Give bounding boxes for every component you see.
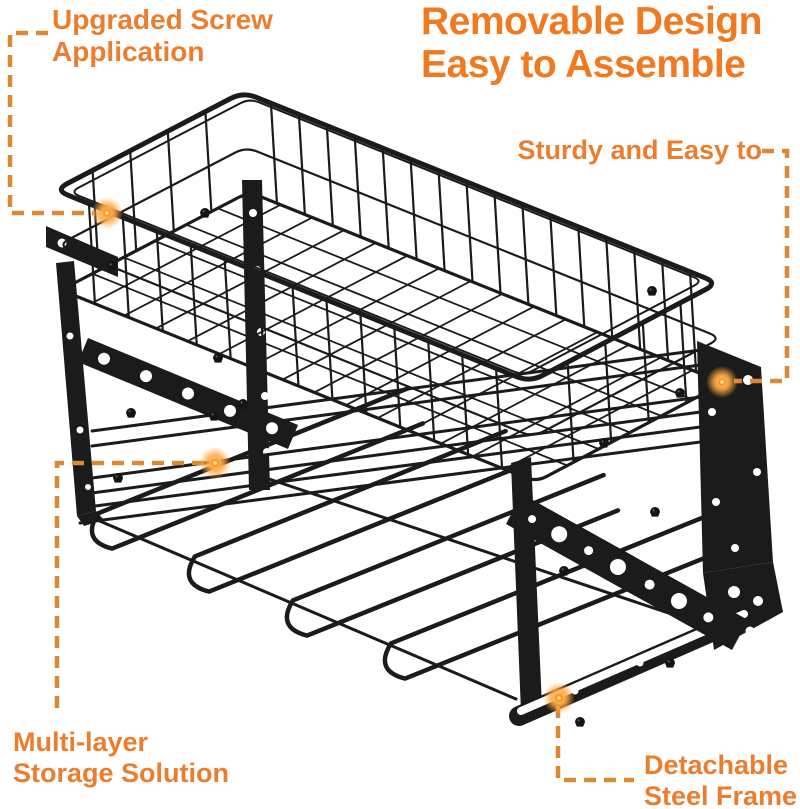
callout-label-sturdy: Sturdy and Easy to xyxy=(517,135,762,166)
glow-dot-multi-layer xyxy=(199,447,231,479)
callout-dashes xyxy=(7,30,790,783)
callout-detachable-line2: Steel Frame xyxy=(644,781,798,809)
callout-multilayer-line2: Storage Solution xyxy=(13,758,229,788)
callout-upgraded-line1: Upgraded Screw xyxy=(52,4,273,35)
glow-dot-sturdy xyxy=(706,366,738,398)
middle-shelf-rails xyxy=(78,338,733,701)
glow-dot-screw-application xyxy=(91,197,123,229)
callout-multilayer-line1: Multi-layer xyxy=(13,727,149,757)
callout-label-multi-layer: Multi-layer Storage Solution xyxy=(13,727,229,789)
headline: Removable Design Easy to Assemble xyxy=(421,0,762,86)
callout-label-upgraded-screw: Upgraded Screw Application xyxy=(52,4,273,68)
callout-label-detachable: Detachable Steel Frame xyxy=(644,750,797,809)
headline-line2: Easy to Assemble xyxy=(421,43,746,86)
callout-detachable-line1: Detachable xyxy=(644,750,789,780)
screws xyxy=(107,208,685,727)
glow-dot-detachable xyxy=(543,682,575,714)
headline-line1: Removable Design xyxy=(421,0,762,43)
drill-prongs xyxy=(89,385,719,681)
callout-upgraded-line2: Application xyxy=(52,36,205,67)
wire-basket xyxy=(58,92,721,482)
perforated-plate xyxy=(506,494,748,650)
callout-sturdy-text: Sturdy and Easy to xyxy=(517,135,762,165)
